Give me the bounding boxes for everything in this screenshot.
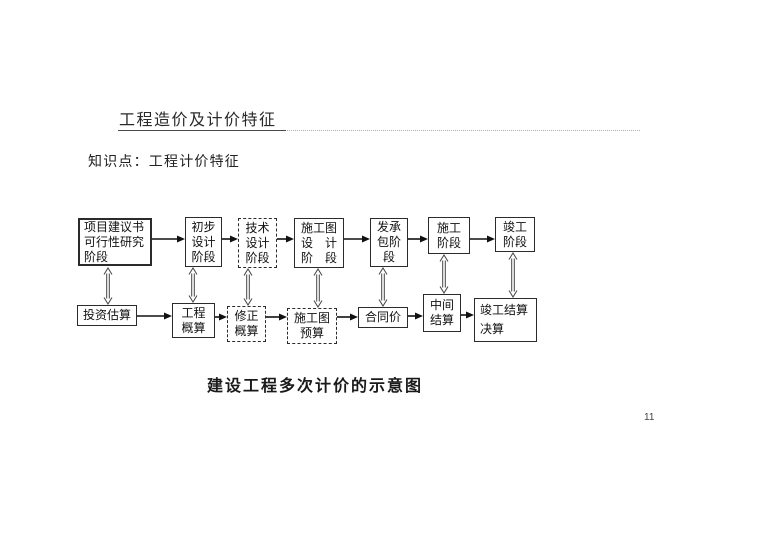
updown-arrow-icon-3 <box>243 268 253 306</box>
right-arrow-icon-top-6 <box>470 235 495 243</box>
right-arrow-icon-top-3 <box>277 235 294 243</box>
flow-box-technical-design-stage: 技术 设计 阶段 <box>238 218 277 268</box>
updown-arrow-icon-1 <box>103 267 113 305</box>
flow-box-construction-stage: 施工 阶段 <box>428 217 470 254</box>
flow-box-construction-drawing-design-stage: 施工图 设 计 阶 段 <box>294 218 344 268</box>
flow-box-investment-estimate: 投资估算 <box>77 305 137 326</box>
right-arrow-icon-top-1 <box>152 235 185 243</box>
flow-box-bidding-stage: 发承 包阶 段 <box>370 218 408 267</box>
right-arrow-icon-bottom-5 <box>408 312 423 320</box>
updown-arrow-icon-5 <box>378 267 388 307</box>
right-arrow-icon-bottom-3 <box>266 313 287 321</box>
flow-box-project-proposal-stage: 项目建议书 可行性研究 阶段 <box>78 218 152 266</box>
updown-arrow-icon-4 <box>313 268 323 308</box>
right-arrow-icon-bottom-2 <box>215 313 227 321</box>
right-arrow-icon-top-4 <box>344 235 370 243</box>
updown-arrow-icon-6 <box>439 254 449 294</box>
right-arrow-icon-top-5 <box>408 235 428 243</box>
right-arrow-icon-top-2 <box>222 235 238 243</box>
flow-box-design-budget: 工程 概算 <box>172 303 215 338</box>
page-number: 11 <box>644 412 655 423</box>
updown-arrow-icon-7 <box>508 252 518 298</box>
right-arrow-icon-bottom-1 <box>137 312 172 320</box>
title-rule-solid <box>118 130 286 131</box>
updown-arrow-icon-2 <box>188 267 198 303</box>
flow-box-completion-stage: 竣工 阶段 <box>495 217 535 252</box>
flow-box-preliminary-design-stage: 初步 设计 阶段 <box>185 217 222 267</box>
title-rule-dotted <box>118 130 640 131</box>
flow-box-revised-budget: 修正 概算 <box>227 306 266 342</box>
knowledge-point-text: 知识点：工程计价特征 <box>88 153 240 169</box>
flow-box-contract-price: 合同价 <box>358 307 408 328</box>
right-arrow-icon-bottom-4 <box>337 313 358 321</box>
flow-box-final-settlement: 竣工结算 决算 <box>474 298 537 342</box>
diagram-caption: 建设工程多次计价的示意图 <box>207 378 424 395</box>
flow-box-interim-settlement: 中间 结算 <box>423 294 461 332</box>
page-title: 工程造价及计价特征 <box>119 112 277 129</box>
right-arrow-icon-bottom-6 <box>461 311 474 319</box>
flow-box-construction-drawing-budget: 施工图 预算 <box>287 308 337 344</box>
